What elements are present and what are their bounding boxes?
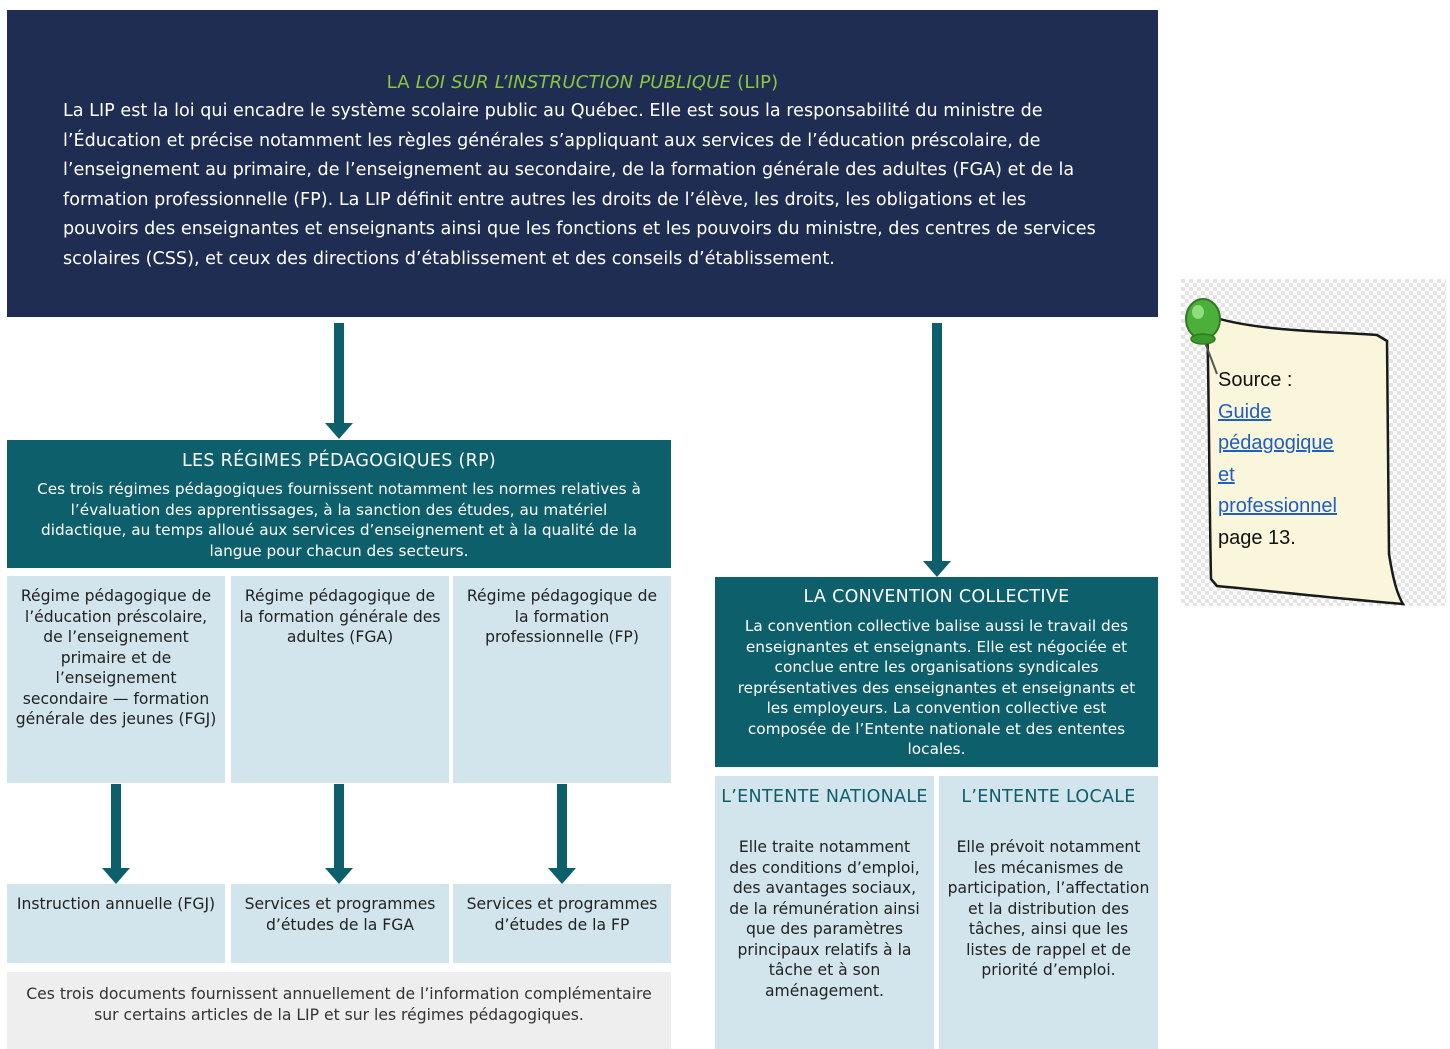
regime-cell-fp: Régime pédagogique de la formation profe… [453,576,671,783]
document-cell-fgj: Instruction annuelle (FGJ) [7,884,225,963]
footnote-text: Ces trois documents fournissent annuelle… [26,985,652,1024]
lip-title: LA LOI SUR L’INSTRUCTION PUBLIQUE (LIP) [386,72,779,93]
note-card [1181,279,1446,606]
rp-title: LES RÉGIMES PÉDAGOGIQUES (RP) [181,451,497,471]
arrow-lip-to-cc [932,323,942,563]
entente-nationale-title: L’ENTENTE NATIONALE [721,787,928,807]
document-label-fgj: Instruction annuelle (FGJ) [16,895,216,913]
guide-link-line-4[interactable]: professionnel [1218,495,1337,518]
regime-label-fga: Régime pédagogique de la formation génér… [239,587,441,646]
entente-locale-box: L’ENTENTE LOCALE Elle prévoit notamment … [939,776,1158,1049]
arrow-head-fga-to-doc [325,868,353,884]
document-label-fga: Services et programmes d’études de la FG… [244,895,436,934]
guide-link-line-2[interactable]: pédagogique [1218,432,1334,455]
entente-locale-title: L’ENTENTE LOCALE [961,787,1136,807]
source-label: Source : [1218,369,1293,391]
rp-description: Ces trois régimes pédagogiques fournisse… [37,480,641,560]
arrow-head-fp-to-doc [548,868,576,884]
note-text: Source : Guide pédagogique et profession… [1218,365,1337,555]
guide-link-line-1[interactable]: Guide [1218,400,1272,423]
document-label-fp: Services et programmes d’études de la FP [466,895,658,934]
arrow-head-lip-to-rp [325,423,353,439]
guide-link-line-3[interactable]: et [1218,463,1235,486]
page-reference: page 13. [1218,526,1296,549]
entente-locale-description: Elle prévoit notamment les mécanismes de… [947,838,1150,979]
regime-cell-fgj: Régime pédagogique de l’éducation présco… [7,576,225,783]
pushpin-icon [1185,298,1221,375]
rp-header-box: LES RÉGIMES PÉDAGOGIQUES (RP) Ces trois … [7,440,671,568]
arrow-head-lip-to-cc [923,561,951,577]
arrow-head-fgj-to-doc [102,868,130,884]
lip-box: LA LOI SUR L’INSTRUCTION PUBLIQUE (LIP) … [7,10,1158,317]
arrow-fga-to-doc [334,784,344,870]
regime-label-fp: Régime pédagogique de la formation profe… [466,587,658,646]
documents-footnote: Ces trois documents fournissent annuelle… [7,972,671,1049]
regime-label-fgj: Régime pédagogique de l’éducation présco… [15,587,217,728]
document-cell-fp: Services et programmes d’études de la FP [453,884,671,963]
entente-nationale-description: Elle traite notamment des conditions d’e… [729,838,920,1000]
cc-title: LA CONVENTION COLLECTIVE [803,587,1070,607]
cc-description: La convention collective balise aussi le… [737,617,1136,758]
lip-description: La LIP est la loi qui encadre le système… [63,101,1096,269]
arrow-fp-to-doc [557,784,567,870]
document-cell-fga: Services et programmes d’études de la FG… [231,884,449,963]
arrow-fgj-to-doc [111,784,121,870]
note-paper [1205,313,1406,606]
cc-header-box: LA CONVENTION COLLECTIVE La convention c… [715,577,1158,767]
arrow-lip-to-rp [334,323,344,425]
entente-nationale-box: L’ENTENTE NATIONALE Elle traite notammen… [715,776,934,1049]
regime-cell-fga: Régime pédagogique de la formation génér… [231,576,449,783]
